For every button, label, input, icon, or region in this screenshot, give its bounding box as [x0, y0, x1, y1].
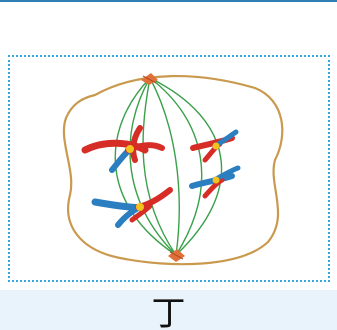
cell-division-diagram: [62, 73, 284, 266]
centrosome-top: [141, 73, 158, 85]
caption-band: [0, 290, 337, 330]
figure-caption: 丁: [151, 294, 186, 330]
chromosome-pair-upper-right: [190, 129, 239, 163]
spindle-fibers: [114, 77, 223, 256]
top-rule: [0, 0, 337, 2]
cell-membrane: [62, 74, 284, 266]
centrosome-bottom: [168, 249, 185, 262]
chromosome-pair-lower-left: [91, 187, 173, 228]
chromosome-pair-middle-right: [189, 165, 241, 199]
chromosome-pair-upper-left: [81, 125, 165, 173]
